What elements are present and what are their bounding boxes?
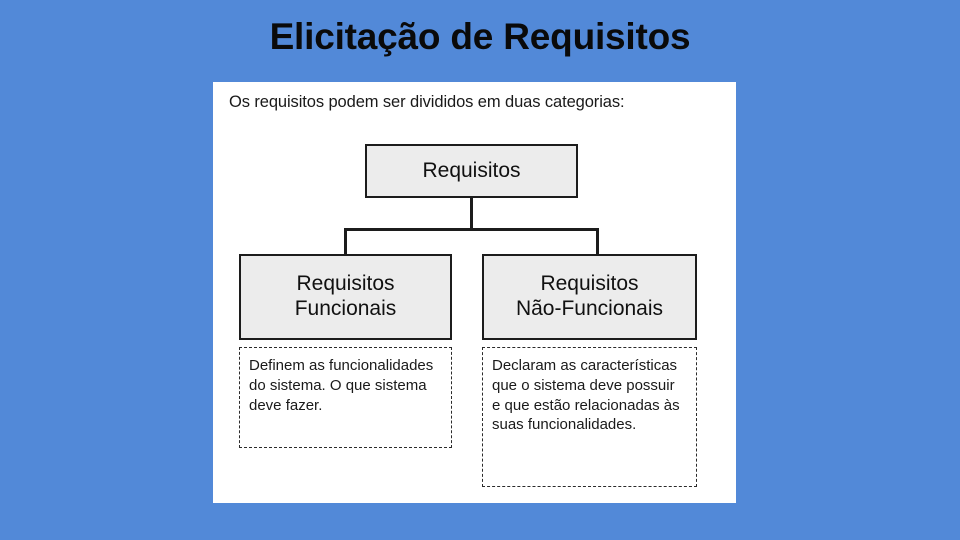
node-requisitos-funcionais: Requisitos Funcionais [239,254,452,340]
connector-branch-left [344,228,347,256]
node-functional-line2: Funcionais [294,297,397,320]
diagram-caption: Os requisitos podem ser divididos em dua… [229,93,625,111]
description-requisitos-nao-funcionais: Declaram as características que o sistem… [482,347,697,487]
node-requisitos-nao-funcionais: Requisitos Não-Funcionais [482,254,697,340]
connector-branch-right [596,228,599,256]
node-requisitos-label: Requisitos [422,158,521,182]
connector-horizontal-bar [344,228,599,231]
page-title: Elicitação de Requisitos [269,16,691,57]
description-requisitos-funcionais: Definem as funcionalidades do sistema. O… [239,347,452,448]
node-requisitos-nao-funcionais-label: Requisitos Não-Funcionais [516,272,663,322]
diagram-panel: Os requisitos podem ser divididos em dua… [213,82,736,503]
description-functional-text: Definem as funcionalidades do sistema. O… [249,357,434,414]
node-requisitos: Requisitos [365,144,578,198]
node-functional-line1: Requisitos [296,272,395,296]
node-nonfunctional-line1: Requisitos [540,272,639,296]
node-nonfunctional-line2: Não-Funcionais [515,297,664,320]
connector-stem [470,198,473,230]
description-nonfunctional-text: Declaram as características que o sistem… [492,357,680,434]
node-requisitos-funcionais-label: Requisitos Funcionais [295,272,397,322]
